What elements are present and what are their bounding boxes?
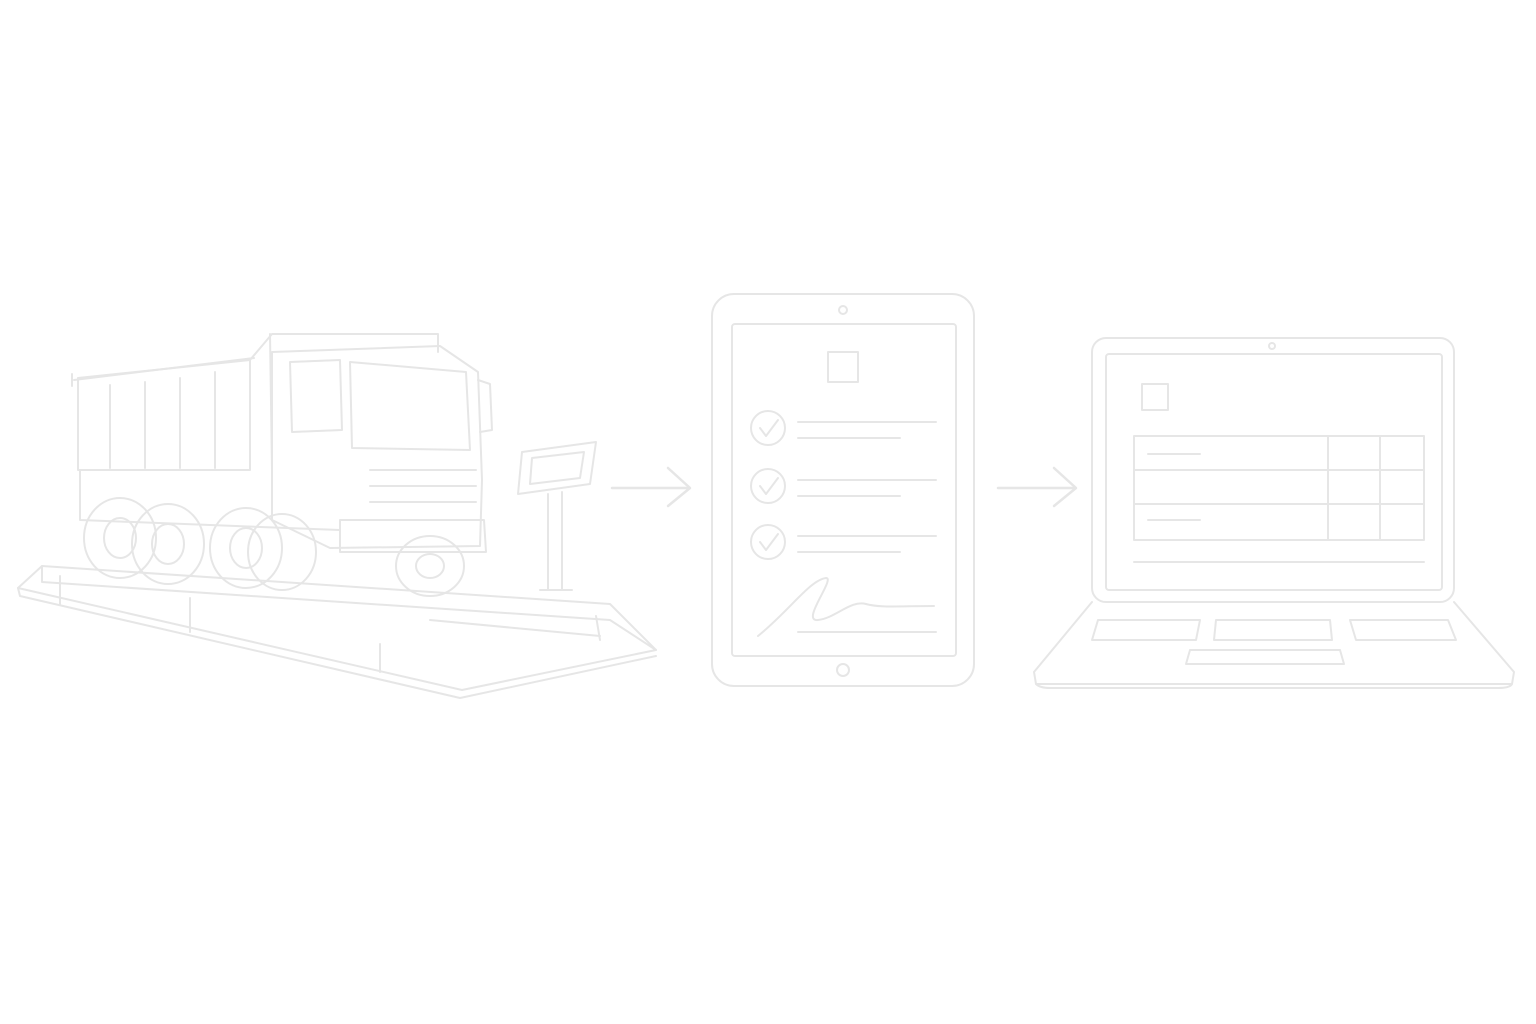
arrow-right-icon — [610, 466, 692, 508]
truck-dump-body — [71, 333, 439, 471]
laptop-camera-icon — [1268, 342, 1276, 350]
truck-chassis — [79, 469, 341, 531]
truck-wheels — [83, 497, 465, 597]
spreadsheet-table — [1133, 435, 1425, 563]
tablet-camera-icon — [838, 305, 848, 315]
truck-on-weighbridge-icon — [17, 333, 657, 699]
laptop-logo-placeholder — [1141, 383, 1169, 411]
arrow-right-icon — [996, 466, 1078, 508]
weighbridge-platform — [17, 565, 657, 699]
tablet-home-button-icon — [836, 663, 850, 677]
tablet-body — [711, 293, 975, 687]
tablet-checklist-signature-icon — [711, 293, 975, 687]
signature-mark — [757, 577, 937, 637]
tablet-screen — [731, 323, 957, 657]
checklist — [750, 410, 937, 560]
truck-cab — [271, 345, 493, 553]
weigh-terminal-icon — [517, 441, 597, 591]
laptop-base — [1033, 601, 1515, 689]
laptop-spreadsheet-icon — [1033, 337, 1515, 689]
laptop-screen — [1105, 353, 1443, 591]
tablet-logo-placeholder — [827, 351, 859, 383]
laptop-lid — [1091, 337, 1455, 603]
